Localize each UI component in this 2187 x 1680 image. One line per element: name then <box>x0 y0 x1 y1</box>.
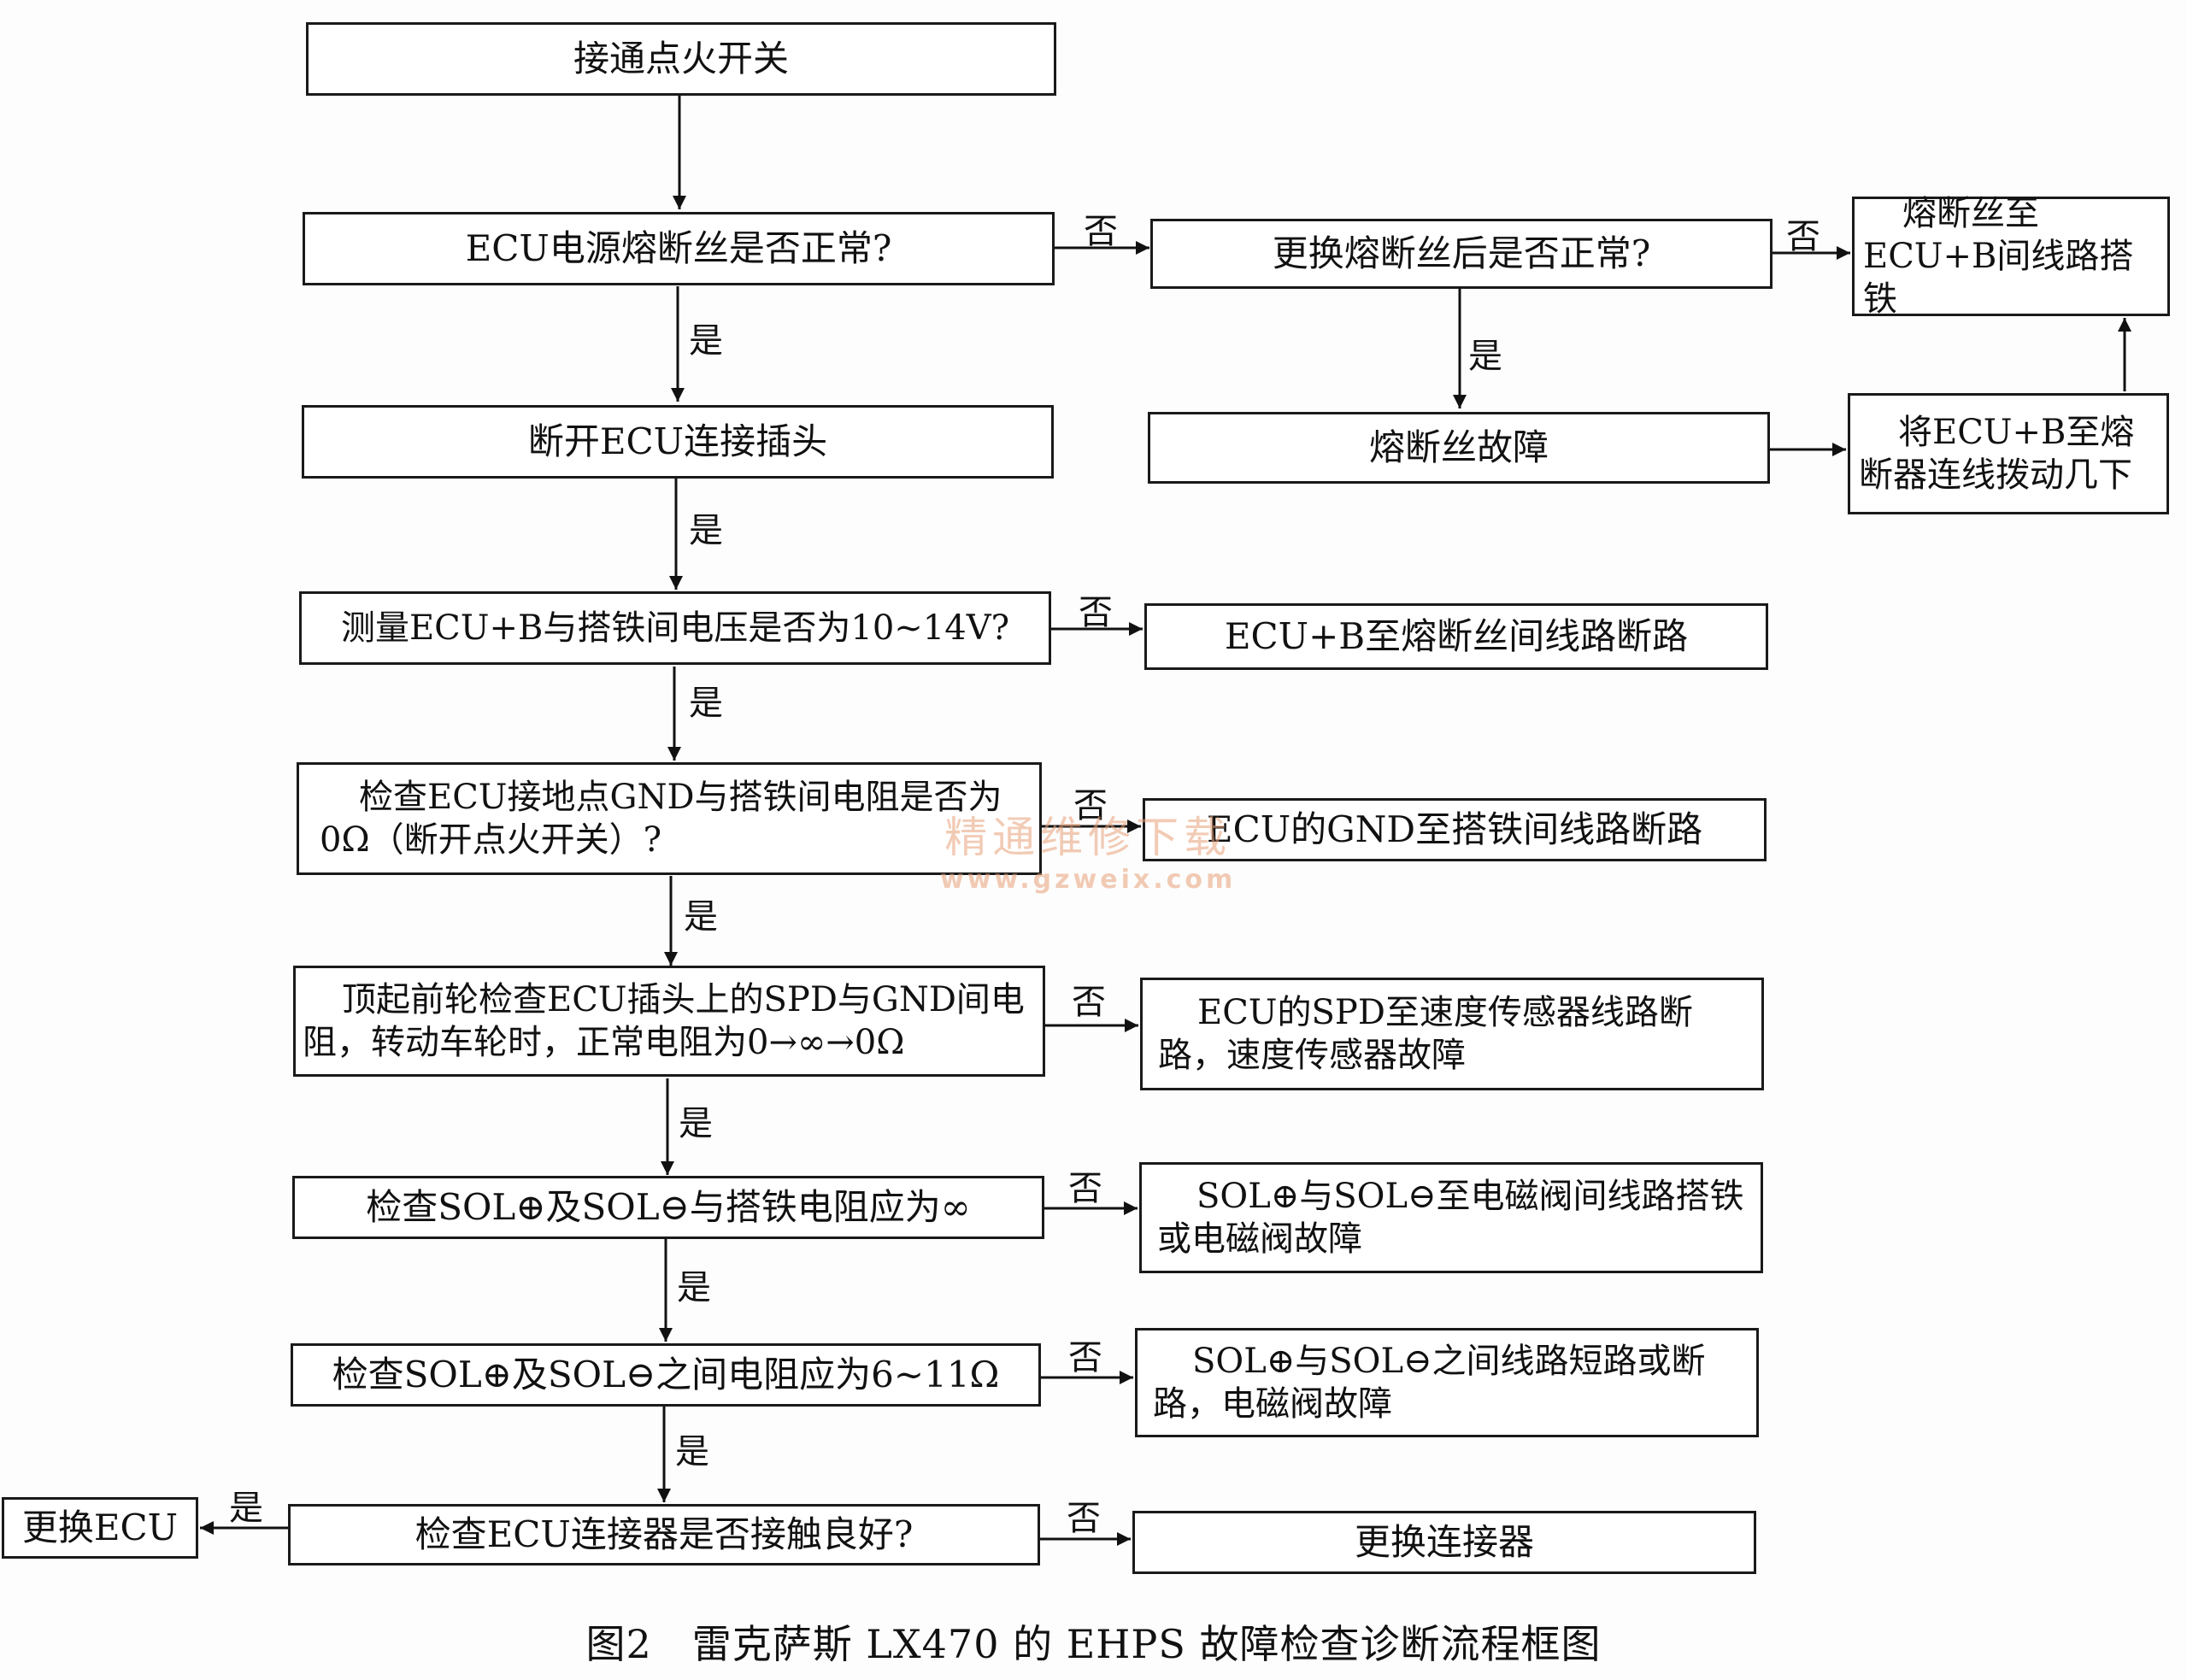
node-replace-conn: 更换连接器 <box>1132 1511 1756 1574</box>
node-fuse-short: 熔断丝至ECU+B间线路搭铁 <box>1852 194 2170 319</box>
label-no: 否 <box>1084 212 1118 251</box>
node-check-spd: 顶起前轮检查ECU插头上的SPD与GND间电阻，转动车轮时，正常电阻为0→∞→0… <box>293 966 1045 1077</box>
node-start: 接通点火开关 <box>306 22 1056 96</box>
label-yes: 是 <box>689 321 723 361</box>
node-check-gnd: 检查ECU接地点GND与搭铁间电阻是否为0Ω（断开点火开关）? <box>297 762 1042 875</box>
label-yes: 是 <box>689 684 723 723</box>
node-fuse-fault: 熔断丝故障 <box>1148 412 1770 484</box>
label-no: 否 <box>1079 593 1113 632</box>
node-wiggle: 将ECU+B至熔断器连线拨动几下 <box>1848 393 2169 514</box>
node-fuse-ok: ECU电源熔断丝是否正常? <box>303 212 1055 285</box>
node-disconnect: 断开ECU连接插头 <box>302 405 1054 479</box>
node-check-sol: 检查SOL⊕及SOL⊖之间电阻应为6~11Ω <box>291 1343 1041 1407</box>
label-no: 否 <box>1067 1499 1101 1538</box>
label-no: 否 <box>1786 217 1820 256</box>
node-measure-b: 测量ECU+B与搭铁间电压是否为10~14V? <box>299 591 1051 665</box>
node-replace-fuse: 更换熔断丝后是否正常? <box>1150 219 1773 289</box>
label-yes: 是 <box>1468 337 1502 376</box>
node-sol-gnd-fault: SOL⊕与SOL⊖至电磁阀间线路搭铁或电磁阀故障 <box>1139 1162 1763 1273</box>
figure-caption: 图2 雷克萨斯 LX470 的 EHPS 故障检查诊断流程框图 <box>585 1621 1602 1667</box>
label-yes: 是 <box>679 1104 713 1143</box>
node-gnd-open: ECU的GND至搭铁间线路断路 <box>1143 798 1767 861</box>
label-yes: 是 <box>677 1268 711 1307</box>
node-replace-ecu: 更换ECU <box>2 1497 198 1559</box>
label-yes: 是 <box>675 1432 709 1471</box>
label-yes: 是 <box>689 511 723 550</box>
node-check-sol-gnd: 检查SOL⊕及SOL⊖与搭铁电阻应为∞ <box>292 1176 1044 1239</box>
label-yes: 是 <box>684 897 718 937</box>
label-no: 否 <box>1068 1169 1102 1208</box>
node-spd-fault: ECU的SPD至速度传感器线路断路，速度传感器故障 <box>1140 978 1764 1090</box>
label-no: 否 <box>1073 786 1108 825</box>
node-check-conn: 检查ECU连接器是否接触良好? <box>288 1504 1040 1565</box>
label-no: 否 <box>1072 983 1106 1022</box>
node-sol-fault: SOL⊕与SOL⊖之间线路短路或断路，电磁阀故障 <box>1135 1328 1759 1437</box>
label-yes: 是 <box>229 1489 263 1528</box>
node-b-open: ECU+B至熔断丝间线路断路 <box>1144 603 1768 670</box>
label-no: 否 <box>1068 1338 1102 1377</box>
